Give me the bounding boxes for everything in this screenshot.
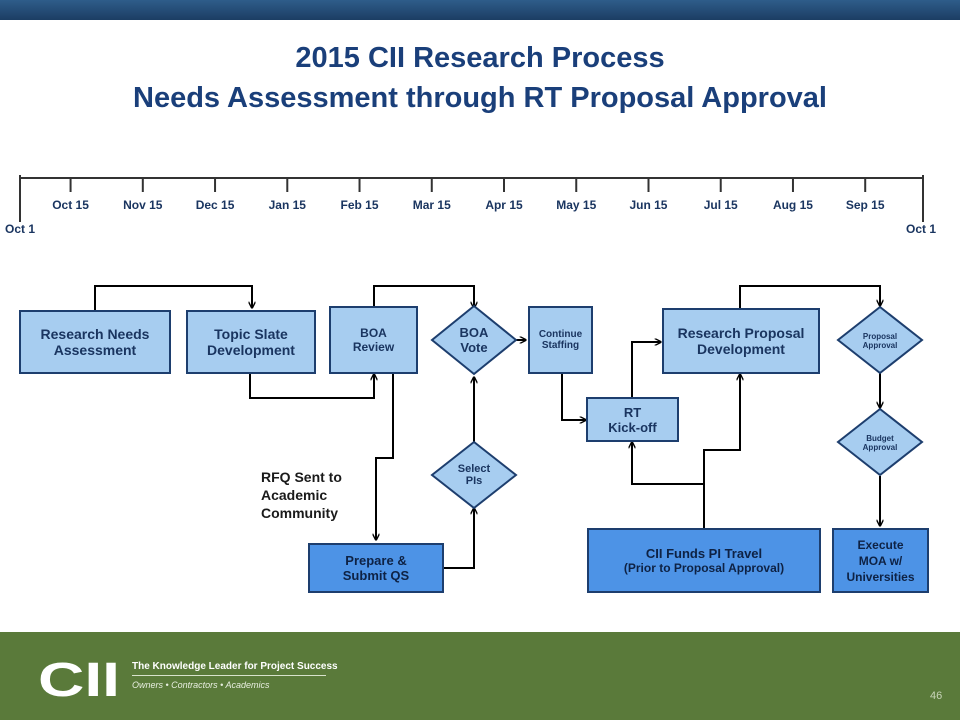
cii-logo: CII xyxy=(38,656,120,700)
timeline-month-label: Mar 15 xyxy=(412,198,451,212)
boa-vote-label: BOA Vote xyxy=(459,325,489,355)
top-banner xyxy=(0,0,960,20)
connector-needs-to-slate xyxy=(94,285,252,310)
timeline-month-label: Apr 15 xyxy=(485,198,523,212)
connector-funds-to-proposal xyxy=(703,374,740,484)
diamond-select-pis xyxy=(430,440,518,510)
step-rt-kickoff: RT Kick-off xyxy=(586,397,679,442)
connector-kickoff-to-proposal xyxy=(631,342,661,397)
cii-logo-text: CII xyxy=(38,656,120,700)
timeline-month-label: Sep 15 xyxy=(845,198,885,212)
slide-title: 2015 CII Research Process xyxy=(295,42,665,74)
connector-funds-to-kickoff xyxy=(632,442,705,528)
step-research-needs-assessment: Research Needs Assessment xyxy=(19,310,171,374)
slide-subtitle: Needs Assessment through RT Proposal App… xyxy=(133,82,827,114)
footer-bar xyxy=(0,632,960,720)
diamond-budget-approval xyxy=(836,407,924,477)
connector-proposal-to-approval xyxy=(739,285,880,310)
timeline xyxy=(19,175,924,222)
decision-nodes xyxy=(430,304,924,510)
cii-funds-note: (Prior to Proposal Approval) xyxy=(623,561,785,575)
connectors xyxy=(94,285,880,569)
timeline-end-label: Oct 1 xyxy=(906,222,937,236)
timeline-month-label: May 15 xyxy=(556,198,597,212)
timeline-month-label: Dec 15 xyxy=(195,198,235,212)
diamond-boa-vote xyxy=(430,304,518,376)
timeline-month-label: Feb 15 xyxy=(340,198,379,212)
footer-divider xyxy=(132,675,326,676)
step-topic-slate-development: Topic Slate Development xyxy=(186,310,316,374)
step-execute-moa: Execute MOA w/ Universities xyxy=(832,528,929,593)
connector-review-to-vote xyxy=(373,285,474,308)
timeline-month-label: Nov 15 xyxy=(123,198,163,212)
step-prepare-submit-qs: Prepare & Submit QS xyxy=(308,543,444,593)
footer-tagline: The Knowledge Leader for Project Success xyxy=(132,661,338,672)
connector-qs-to-select xyxy=(444,508,474,569)
timeline-month-label: Jul 15 xyxy=(703,198,738,212)
step-cii-funds-pi-travel: CII Funds PI Travel (Prior to Proposal A… xyxy=(587,528,821,593)
timeline-month-label: Aug 15 xyxy=(772,198,813,212)
step-continue-staffing: Continue Staffing xyxy=(528,306,593,374)
diamond-proposal-approval xyxy=(836,305,924,375)
select-pis-label: Select PIs xyxy=(457,463,491,487)
timeline-month-ticks xyxy=(69,178,867,192)
timeline-month-label: Jan 15 xyxy=(268,198,306,212)
timeline-month-label: Jun 15 xyxy=(629,198,668,212)
proposal-approval-label: Proposal Approval xyxy=(862,332,898,350)
connector-staffing-to-kickoff xyxy=(561,374,586,420)
rfq-annotation: RFQ Sent to Academic Community xyxy=(261,469,342,521)
timeline-start-label: Oct 1 xyxy=(5,222,36,236)
connector-slate-to-review xyxy=(249,374,374,399)
step-research-proposal-development: Research Proposal Development xyxy=(662,308,820,374)
page-number: 46 xyxy=(930,690,943,702)
budget-approval-label: Budget Approval xyxy=(862,434,898,452)
connector-review-to-qs xyxy=(376,374,394,540)
timeline-month-label: Oct 15 xyxy=(52,198,89,212)
step-boa-review: BOA Review xyxy=(329,306,418,374)
footer-subline: Owners • Contractors • Academics xyxy=(132,680,270,690)
cii-funds-title: CII Funds PI Travel xyxy=(645,546,763,561)
